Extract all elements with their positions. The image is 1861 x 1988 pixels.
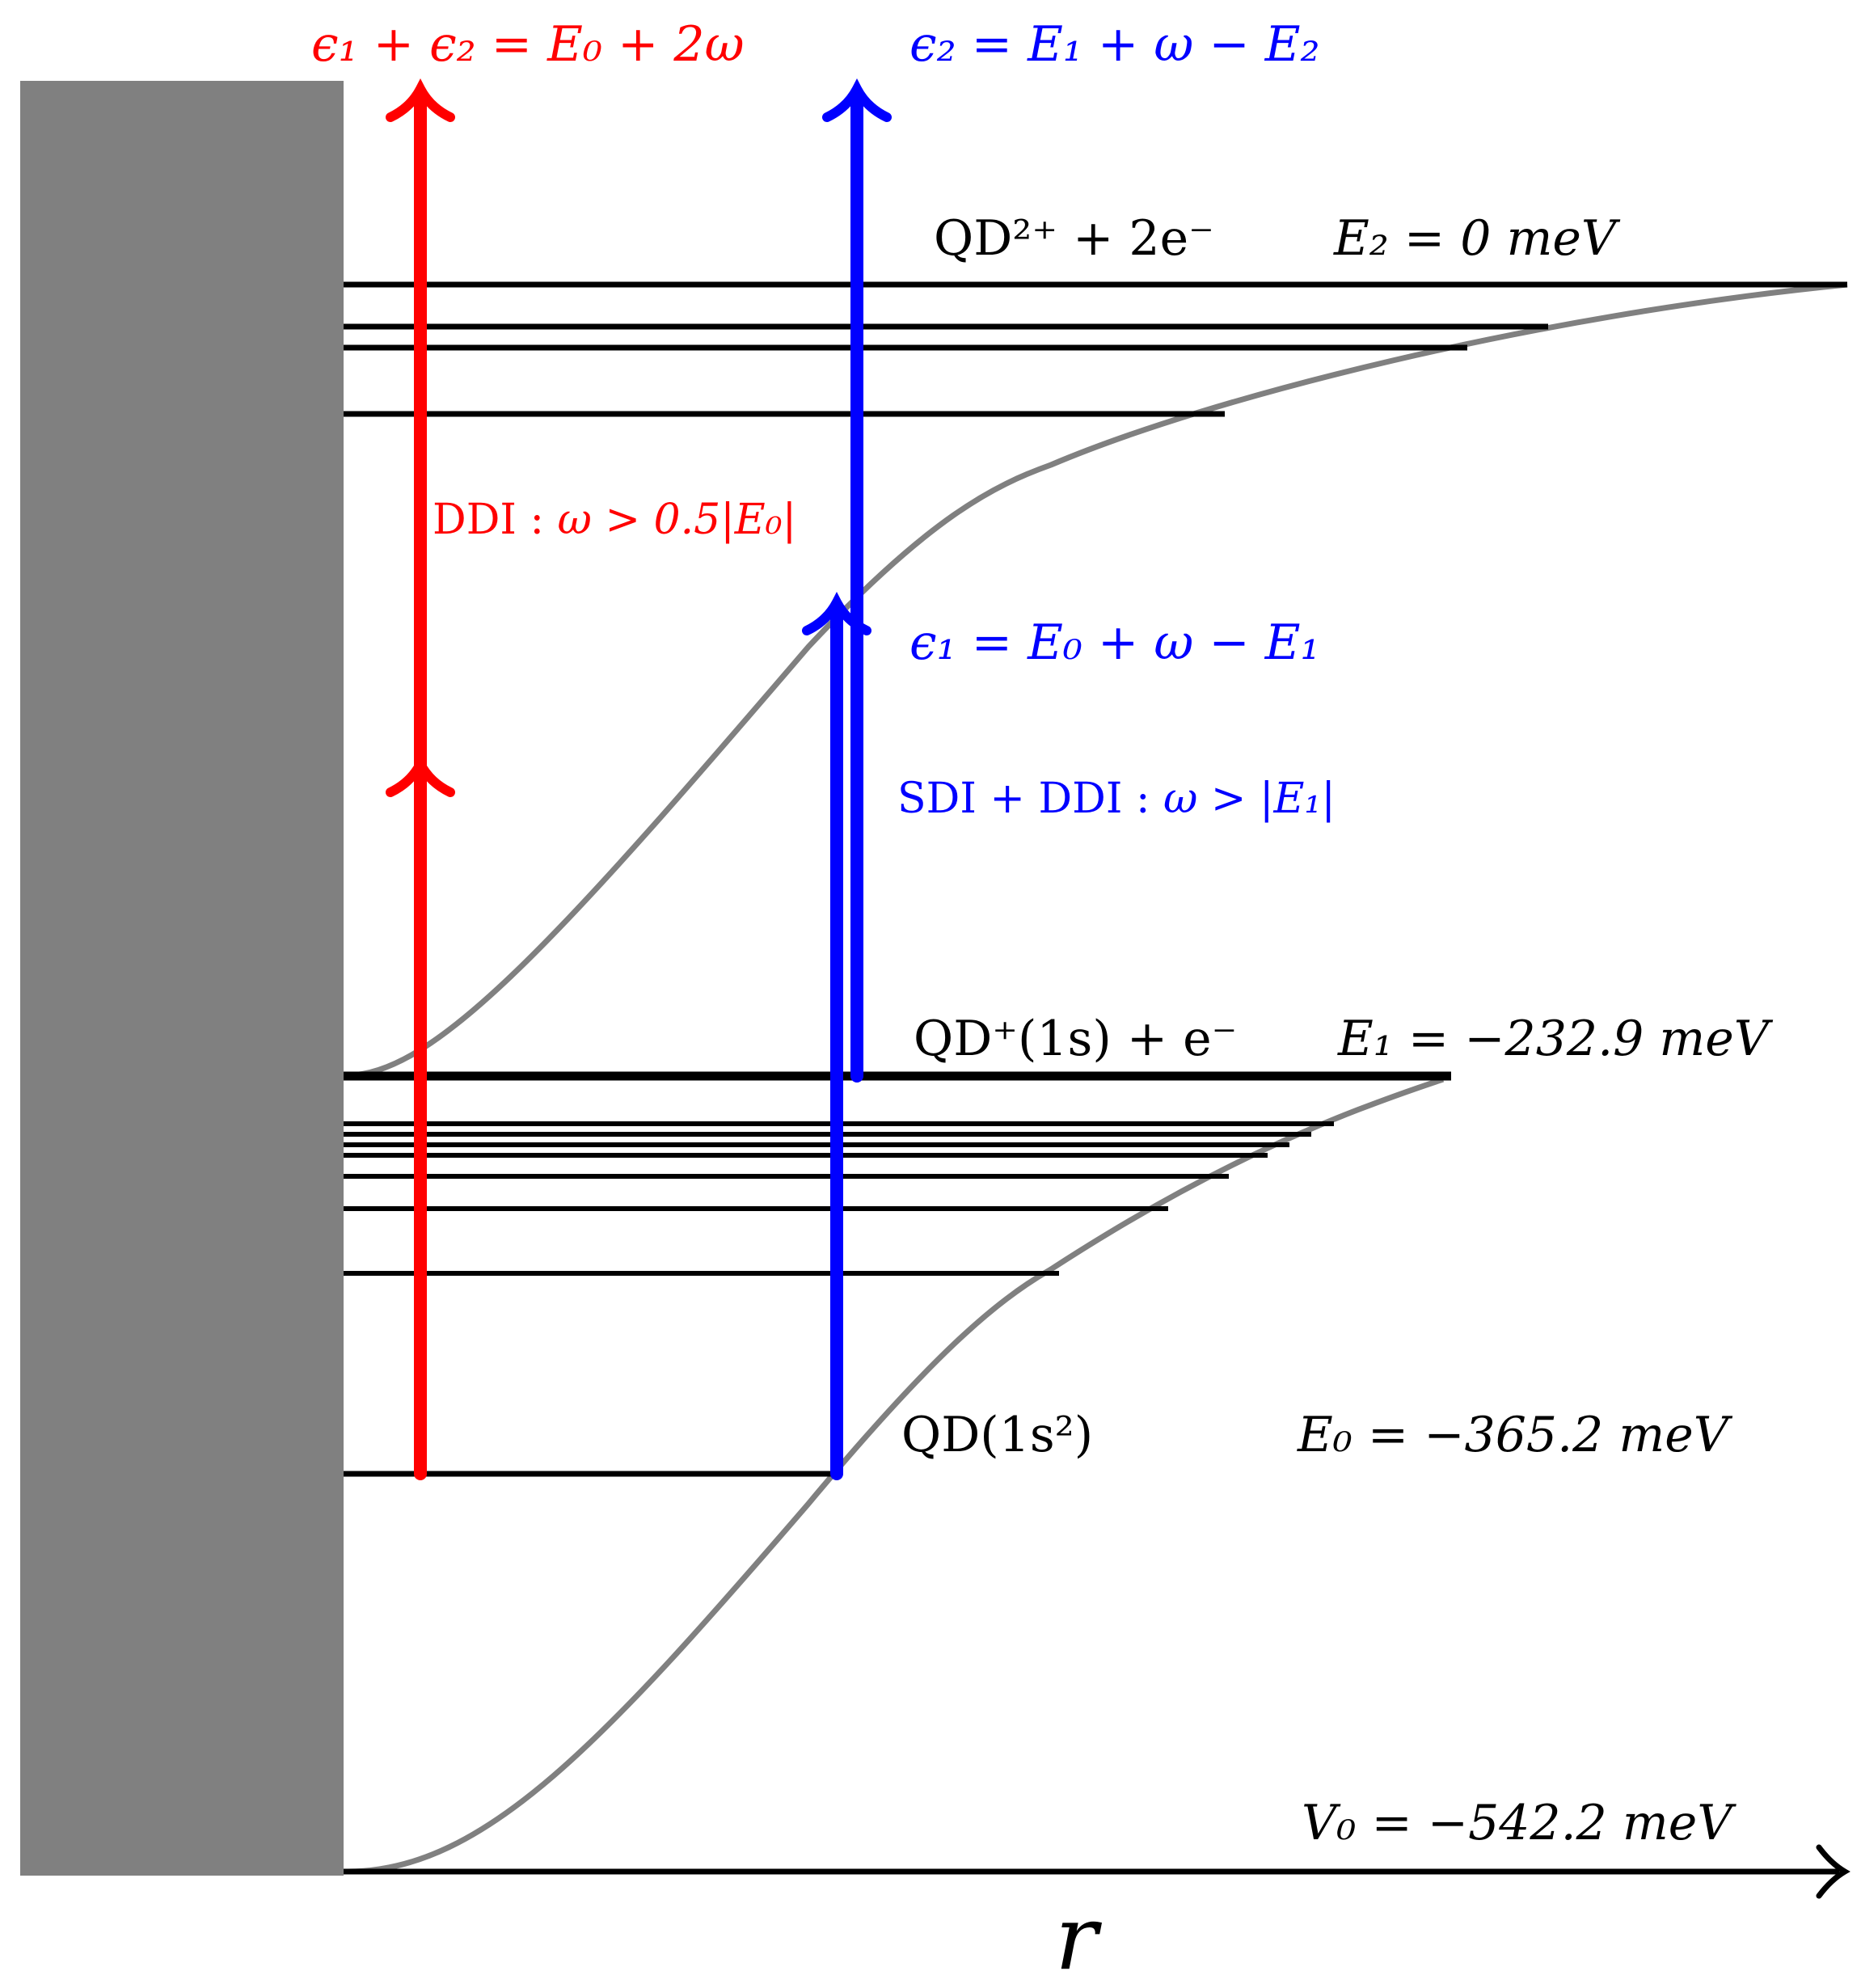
blue-mid-equation: ϵ₁ = E₀ + ω − E₁ [909, 614, 1320, 671]
state-qd-ground: QD(1s²) [901, 1407, 1093, 1463]
energy-e2: E₂ = 0 meV [1333, 210, 1621, 267]
energy-e1: E₁ = −232.9 meV [1337, 1011, 1774, 1067]
red-ddi-arrow [386, 78, 455, 1480]
potential-curve-upper [347, 281, 1848, 1078]
energy-v0: V₀ = −542.2 meV [1302, 1795, 1737, 1851]
blue-arrowhead-second [822, 78, 892, 122]
hard-wall [20, 81, 344, 1876]
blue-sdi-arrows [802, 78, 892, 1480]
blue-top-equation: ϵ₂ = E₁ + ω − E₂ [909, 16, 1320, 73]
red-arrowhead-top [386, 78, 455, 122]
potential-curve-lower [347, 1076, 1445, 1875]
ddi-condition: DDI : ω > 0.5|E₀| [433, 496, 796, 544]
red-arrowhead-mid [386, 753, 455, 797]
state-qdplus: QD⁺(1s) + e⁻ [914, 1011, 1237, 1067]
energy-e0: E₀ = −365.2 meV [1297, 1407, 1733, 1463]
upper-level-band [344, 281, 1847, 417]
state-qd2plus: QD²⁺ + 2e⁻ [934, 210, 1214, 267]
red-top-equation: ϵ₁ + ϵ₂ = E₀ + 2ω [311, 16, 745, 73]
r-axis-arrowhead [1816, 1844, 1850, 1899]
middle-level-band [344, 1071, 1451, 1276]
r-axis-label: r [1055, 1886, 1103, 1988]
sdi-ddi-condition: SDI + DDI : ω > |E₁| [897, 775, 1336, 823]
